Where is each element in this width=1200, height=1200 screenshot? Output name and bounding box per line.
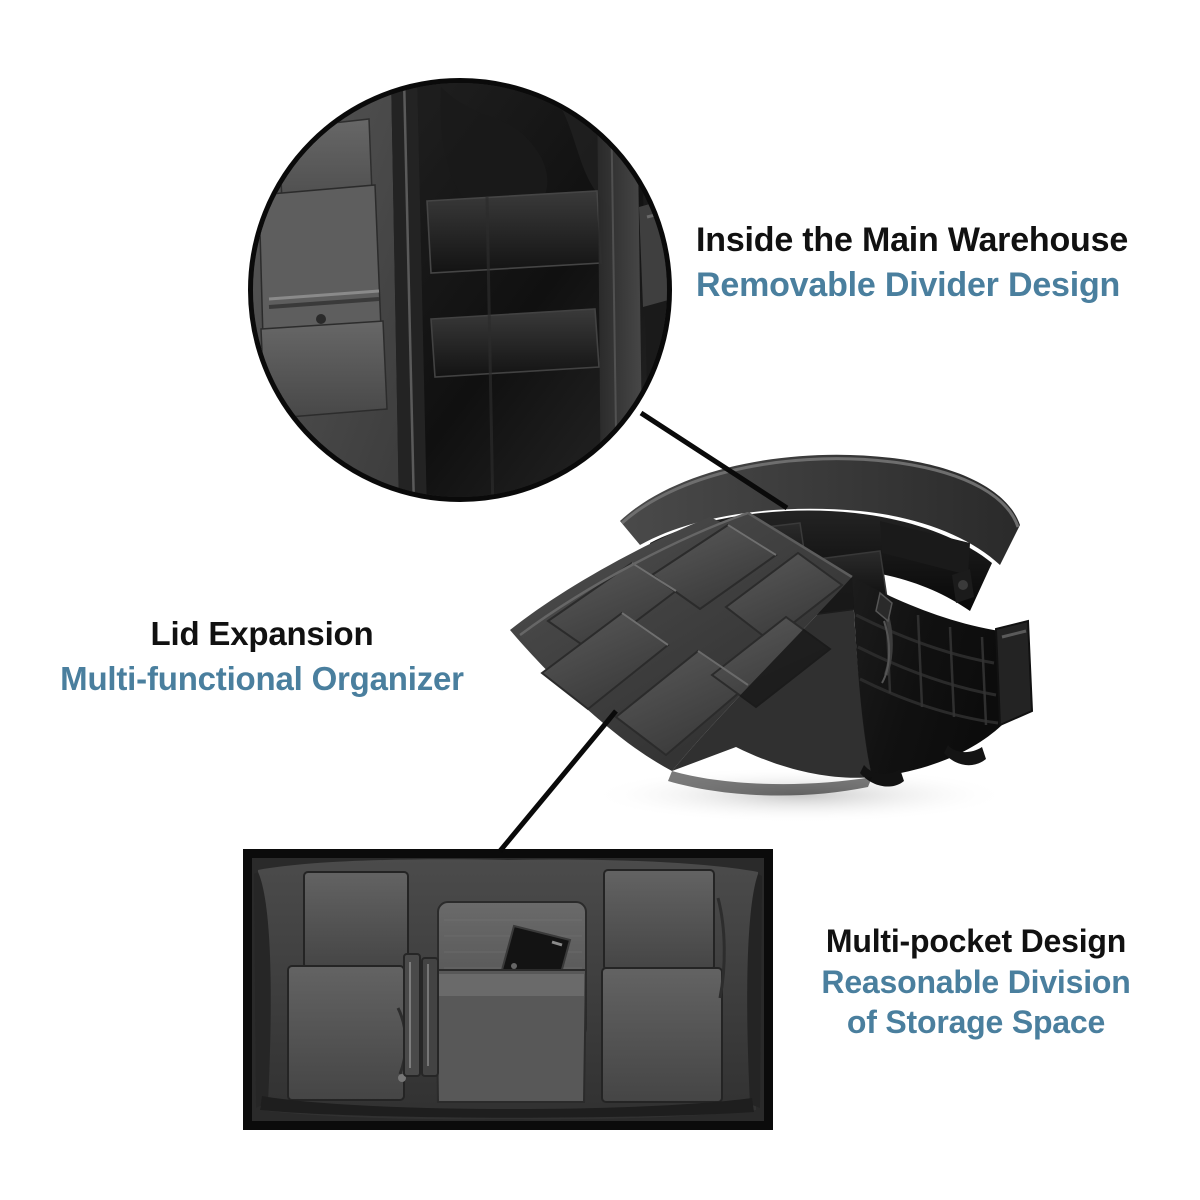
callout-lid-expansion: Lid Expansion Multi-functional Organizer — [60, 612, 464, 702]
main-product-image — [500, 425, 1045, 825]
callout-multi-pocket-design: Multi-pocket Design Reasonable Division … — [821, 920, 1130, 1042]
bag-interior-illustration — [253, 83, 667, 497]
callout-subtitle-pocket-line2: of Storage Space — [846, 1004, 1106, 1040]
callout-title-pocket: Multi-pocket Design — [825, 923, 1127, 959]
lid-organizer-panel-illustration — [252, 858, 764, 1121]
callout-subtitle-warehouse: Removable Divider Design — [696, 266, 1121, 304]
tactical-duffel-bag-illustration — [510, 454, 1034, 823]
callout-title-lid: Lid Expansion — [150, 615, 374, 652]
inset-rectangle-lid-panel — [243, 849, 773, 1130]
callout-subtitle-pocket-line1: Reasonable Division — [821, 964, 1131, 1000]
callout-subtitle-lid: Multi-functional Organizer — [60, 660, 464, 697]
callout-title-warehouse: Inside the Main Warehouse — [696, 221, 1129, 259]
inset-circle-interior — [248, 78, 672, 502]
callout-inside-main-warehouse: Inside the Main Warehouse Removable Divi… — [696, 218, 1128, 308]
